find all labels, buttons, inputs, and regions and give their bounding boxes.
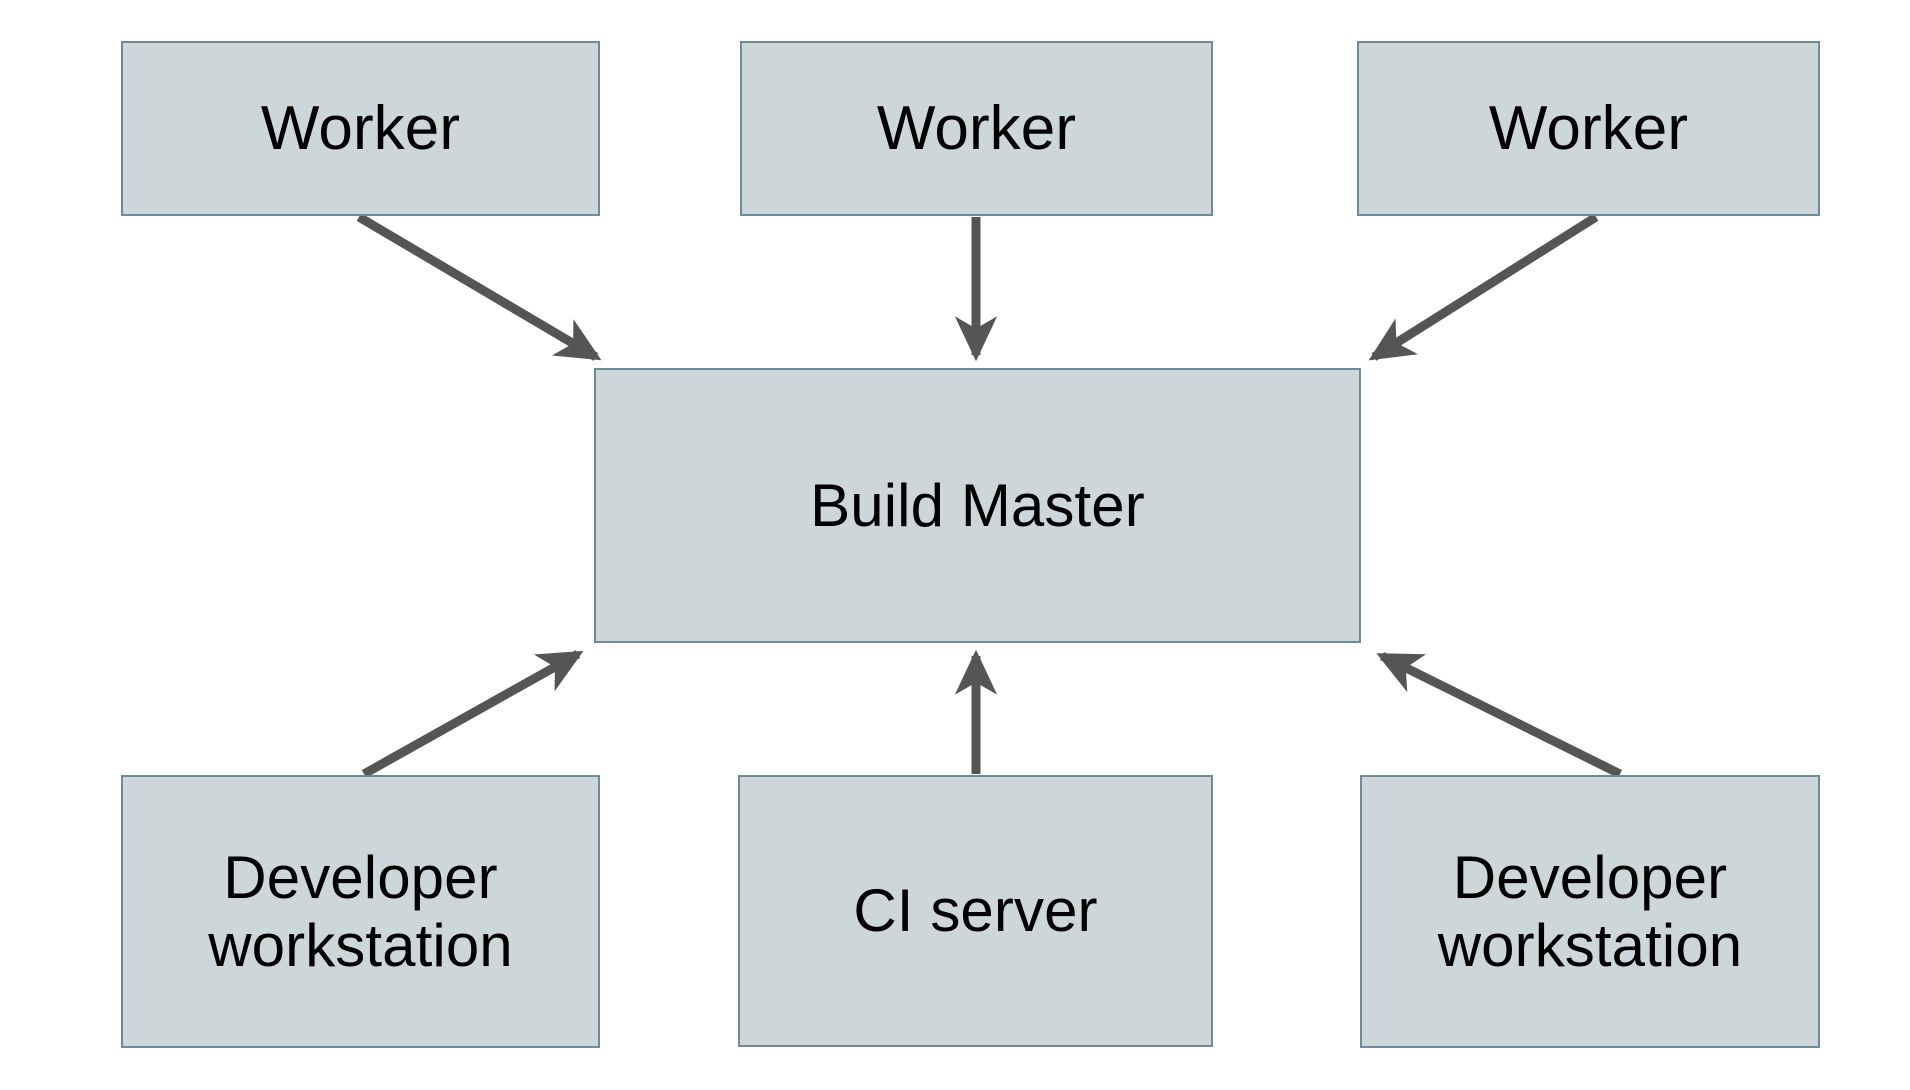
node-worker-left[interactable]: Worker — [121, 41, 600, 216]
node-worker-mid-label: Worker — [876, 93, 1077, 163]
node-ci-server[interactable]: CI server — [738, 775, 1213, 1047]
edge-dev-left-to-build-master — [361, 650, 584, 778]
edge-worker-right-to-build-master — [1368, 213, 1599, 361]
edge-dev-right-to-build-master — [1376, 651, 1622, 779]
node-build-master[interactable]: Build Master — [594, 368, 1361, 643]
node-developer-workstation-right-label: Developer workstation — [1437, 844, 1743, 979]
node-ci-server-label: CI server — [853, 877, 1098, 945]
edge-worker-left-to-build-master — [356, 213, 602, 361]
node-developer-workstation-right[interactable]: Developer workstation — [1360, 775, 1820, 1048]
node-worker-mid[interactable]: Worker — [740, 41, 1213, 216]
node-worker-right[interactable]: Worker — [1357, 41, 1820, 216]
node-developer-workstation-left-label: Developer workstation — [208, 844, 513, 979]
node-developer-workstation-left[interactable]: Developer workstation — [121, 775, 600, 1048]
node-worker-left-label: Worker — [260, 93, 461, 163]
node-worker-right-label: Worker — [1488, 93, 1689, 163]
node-build-master-label: Build Master — [810, 471, 1145, 539]
